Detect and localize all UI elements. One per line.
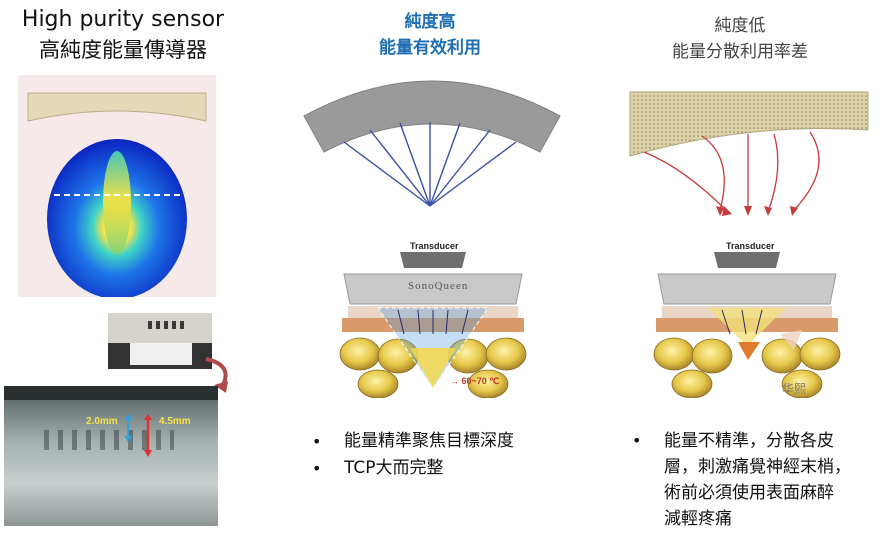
brand-logo: SonoQueen — [408, 280, 469, 292]
depth-label-2mm: 2.0mm — [86, 416, 118, 427]
right-bullet-line-2: 層，刺激痛覺神經末梢， — [664, 457, 851, 477]
impure-sensor — [629, 91, 869, 157]
curved-arrow-icon — [205, 357, 228, 393]
right-bullet-1: 能量不精準，分散各皮 層，刺激痛覺神經末梢， 術前必須使用表面麻醉 減輕疼痛 — [630, 428, 892, 532]
scattered-beam-diagram — [629, 91, 869, 216]
mid-title-line2: 能量有效利用 — [379, 38, 481, 58]
mid-transducer-label: Transducer — [410, 241, 459, 251]
right-transducer-label: Transducer — [726, 241, 775, 251]
left-title-zh: 高純度能量傳導器 — [39, 38, 207, 62]
sensor-arc — [303, 80, 561, 153]
watermark-text: 华熙 — [782, 382, 807, 396]
left-title-en: High purity sensor — [21, 7, 225, 32]
right-title-line1: 純度低 — [714, 16, 766, 36]
mid-bullet-2: TCP大而完整 — [310, 455, 590, 482]
mid-transducer-illustration: Transducer SonoQueen → 60~70 ℃ — [338, 238, 528, 399]
right-bullet-list: 能量不精準，分散各皮 層，刺激痛覺神經末梢， 術前必須使用表面麻醉 減輕疼痛 — [630, 428, 892, 532]
depth-label-4-5mm: 4.5mm — [159, 416, 191, 427]
temperature-label: → 60~70 ℃ — [450, 376, 500, 386]
mid-bullet-1: 能量精準聚焦目標深度 — [310, 428, 590, 455]
mid-bullet-list: 能量精準聚焦目標深度 TCP大而完整 — [310, 428, 590, 482]
right-bullet-line-4: 減輕疼痛 — [664, 509, 732, 529]
thermal-illustration — [27, 92, 207, 299]
sensor-shape — [27, 92, 207, 122]
right-title-line2: 能量分散利用率差 — [672, 42, 808, 62]
depth-arrows-icon — [124, 414, 152, 457]
right-bullet-line-3: 術前必須使用表面麻醉 — [664, 483, 834, 503]
mid-title-line1: 純度高 — [404, 12, 456, 32]
thermal-image-panel — [18, 75, 216, 299]
focused-beam-diagram — [303, 80, 561, 207]
gel-lesion-photo: 2.0mm 4.5mm — [4, 386, 218, 526]
right-bullet-line-1: 能量不精準，分散各皮 — [664, 431, 834, 451]
right-transducer-illustration: Transducer 华熙 — [652, 238, 842, 399]
device-photo — [108, 313, 212, 369]
